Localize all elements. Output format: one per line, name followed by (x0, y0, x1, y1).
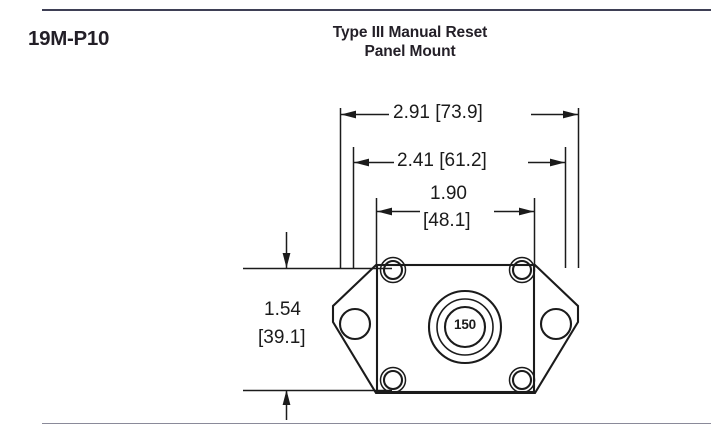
vertical-extension-lines (243, 267, 392, 392)
boss-outer-circle (427, 289, 503, 365)
page-title: Type III Manual Reset Panel Mount (252, 23, 568, 61)
side-hole-right (539, 307, 573, 341)
footer-divider-bottom (42, 423, 711, 424)
mounting-hole-bottom-left (379, 366, 407, 394)
mounting-hole-top-right (508, 256, 536, 284)
page-title-line-2: Panel Mount (364, 43, 456, 60)
dimension-hole-span (354, 158, 565, 167)
arrow-right-hole-span (550, 158, 565, 167)
mounting-hole-bottom-right (508, 366, 536, 394)
arrow-left-hole-span (354, 158, 369, 167)
arrow-right-overall-width (563, 110, 578, 119)
page-title-line-1: Type III Manual Reset (332, 24, 488, 41)
dimension-label-hole-span: 2.41 [61.2] (397, 150, 487, 171)
boss-middle-circle (436, 298, 494, 356)
dimension-label-overall-width: 2.91 [73.9] (393, 102, 483, 123)
arrow-left-body-width (377, 207, 392, 216)
center-boss (427, 289, 503, 365)
boss-inner-circle (443, 305, 487, 349)
arrow-right-body-width (519, 207, 534, 216)
part-number: 19M-P10 (28, 27, 110, 50)
arrow-left-overall-width (341, 110, 356, 119)
dimension-label-body-width-mm: [48.1] (423, 210, 471, 231)
side-hole-left (338, 307, 372, 341)
extension-lines (339, 108, 580, 268)
header-divider-top (42, 9, 711, 11)
dimension-label-height-mm: [39.1] (258, 327, 306, 348)
body-rectangle (375, 263, 536, 394)
dimension-height (282, 232, 291, 420)
dimension-label-body-width-in: 1.90 (430, 183, 467, 204)
side-holes (338, 307, 573, 341)
mounting-holes-corner (379, 256, 536, 394)
mounting-hole-top-left (379, 256, 407, 284)
arrow-bottom-height (282, 390, 291, 405)
dimension-label-height-in: 1.54 (264, 299, 301, 320)
arrow-top-height (282, 253, 291, 268)
bore-size-label: 150 (454, 317, 476, 332)
dimension-overall-width (341, 110, 578, 119)
dimension-body-width (377, 207, 534, 216)
